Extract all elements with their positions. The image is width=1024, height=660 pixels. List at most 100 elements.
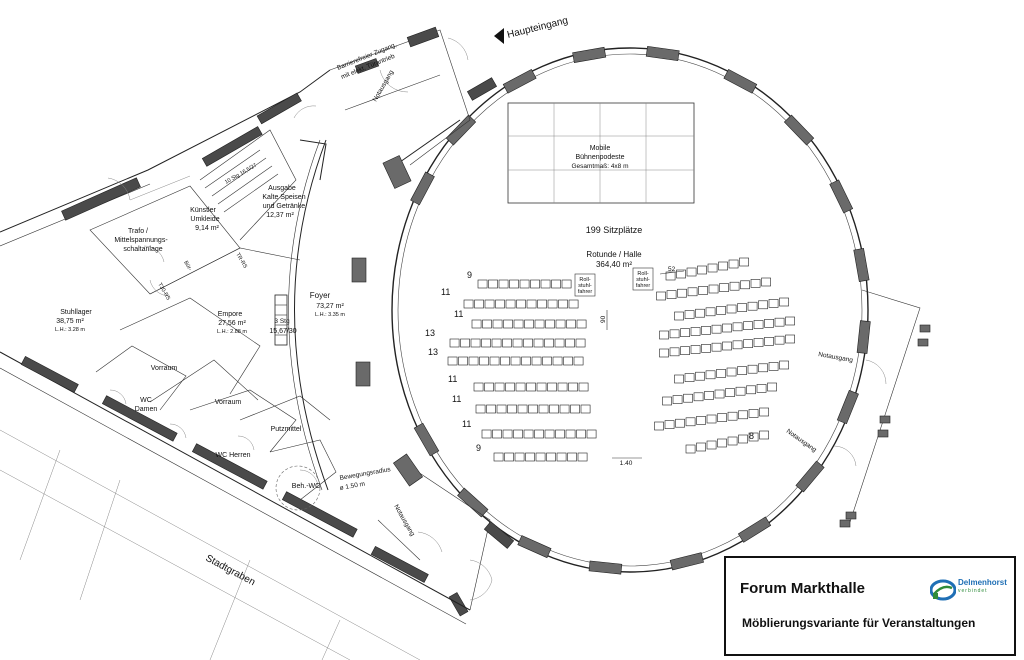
chair — [549, 404, 559, 414]
vorraum-2-label: Vorraum — [215, 399, 242, 406]
stage-label-1: Mobile — [590, 145, 611, 152]
chair — [492, 319, 503, 329]
chair — [701, 344, 711, 353]
chair — [554, 338, 565, 348]
chair — [666, 290, 677, 299]
chair — [547, 382, 557, 392]
chair — [696, 442, 706, 452]
door-label-1: TR-RS — [234, 252, 248, 270]
main-entrance-marker: Haupteingang — [494, 15, 569, 44]
chair — [488, 279, 498, 289]
seat-row — [447, 356, 584, 366]
seat-row — [654, 407, 769, 431]
chair — [737, 303, 747, 312]
chair — [523, 338, 533, 348]
chair — [738, 410, 748, 420]
row-label-7: 11 — [452, 394, 461, 404]
rotunde-pillar — [795, 460, 825, 493]
chair — [748, 409, 759, 418]
notausgang-label-2: Notausgang — [392, 504, 416, 538]
chair — [502, 338, 512, 348]
chair — [493, 452, 504, 462]
chair — [498, 279, 509, 289]
seat-row — [685, 430, 769, 454]
chair — [542, 356, 552, 366]
chair — [470, 338, 481, 348]
chair — [722, 341, 732, 351]
trafo-line1: Trafo / — [128, 228, 148, 235]
trafo-line3: schaltanlage — [123, 246, 162, 253]
chair — [659, 348, 669, 358]
wc-herren-label: WC Herren — [215, 452, 250, 459]
chair — [519, 279, 530, 289]
chair — [726, 367, 737, 377]
chair — [656, 291, 666, 301]
chair — [544, 429, 555, 439]
rotunde-pillar — [856, 320, 871, 354]
chair — [503, 319, 513, 329]
logo-text: Delmenhorst — [958, 578, 1007, 587]
seat-row — [473, 382, 589, 392]
chair — [785, 334, 795, 344]
chair — [565, 338, 575, 348]
stairs-label: 3 Stg — [274, 318, 290, 325]
chair — [526, 299, 537, 309]
chair — [768, 362, 779, 371]
rotunde-pillar — [517, 535, 552, 559]
chair — [697, 265, 707, 275]
chair — [768, 299, 779, 308]
turning-radius-line1: Bewegungsradius — [339, 466, 392, 482]
foyer-pillar-2 — [355, 361, 371, 387]
chair — [737, 366, 747, 375]
chair — [534, 429, 544, 439]
seat-row — [471, 319, 587, 329]
chair — [566, 319, 576, 329]
chair — [705, 307, 716, 317]
chair — [674, 311, 684, 321]
row-label-right-9: 8 — [749, 431, 754, 441]
chair — [685, 417, 696, 427]
chair — [716, 306, 726, 315]
chair — [515, 382, 526, 392]
rotunde-pillar — [457, 487, 489, 518]
chair — [726, 304, 737, 314]
wc-damen-line2: Damen — [135, 406, 158, 413]
chair — [759, 430, 769, 440]
chair — [468, 356, 479, 366]
row-label-1: 9 — [467, 270, 472, 280]
chair — [545, 319, 555, 329]
chair — [449, 338, 460, 348]
seat-row — [659, 334, 795, 358]
chair — [779, 297, 789, 307]
chair — [513, 429, 523, 439]
chair — [512, 338, 523, 348]
chair — [484, 299, 495, 309]
chair — [774, 317, 785, 327]
chair — [680, 346, 690, 355]
stuhllager-height: L.H.: 3.28 m — [55, 327, 85, 333]
svg-text:stuhl-: stuhl- — [636, 277, 650, 283]
vorraum-1-label: Vorraum — [151, 365, 178, 372]
ausgabe-line2: Kalte Speisen — [262, 194, 305, 201]
chair — [534, 319, 545, 329]
chair — [654, 421, 664, 431]
seat-row — [493, 452, 588, 462]
chair — [496, 404, 507, 414]
stage-label-3: Gesamtmaß: 4x8 m — [571, 163, 628, 170]
chair — [523, 429, 534, 439]
chair — [486, 404, 496, 414]
rotunde-pillar — [445, 114, 477, 146]
row-label-5: 13 — [428, 347, 438, 357]
chair — [474, 299, 484, 309]
foyer-height: L.H.: 3.35 m — [315, 312, 345, 318]
svg-text:Roll-: Roll- — [637, 271, 648, 277]
beh-wc-label: Beh.-WC — [292, 483, 320, 490]
chair — [675, 418, 685, 428]
svg-text:fahrer: fahrer — [636, 283, 651, 289]
chair — [711, 342, 722, 352]
title-block: Forum Markthalle Delmenhorst verbindet M… — [724, 556, 1016, 656]
main-entrance-label: Haupteingang — [506, 15, 569, 41]
wheelchair-space-right: Roll- stuhl- fahrer — [632, 267, 654, 291]
chair — [685, 444, 696, 454]
chair — [458, 356, 468, 366]
